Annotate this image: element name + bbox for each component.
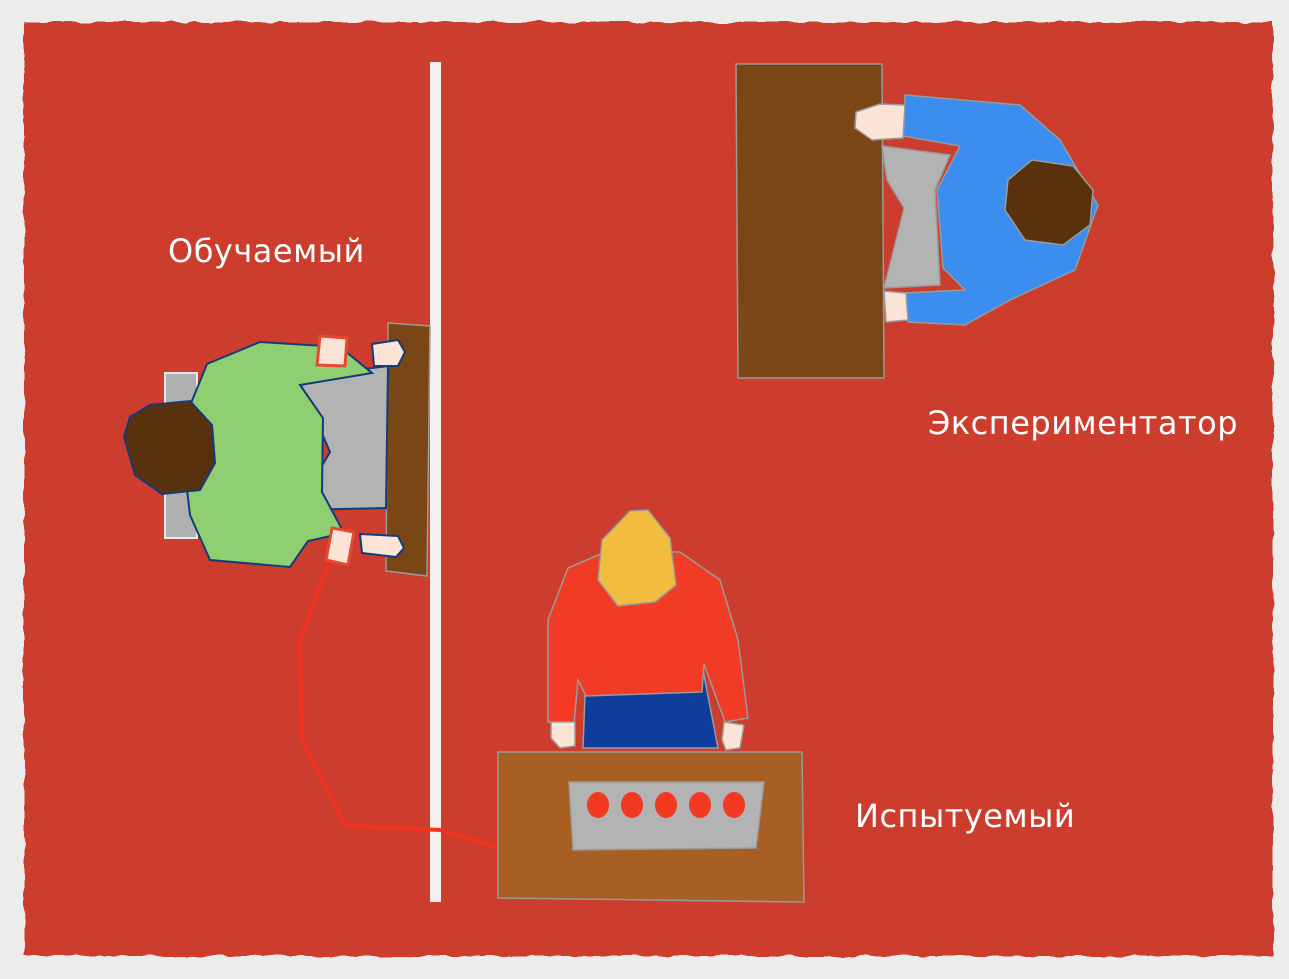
indicator-light: [723, 792, 745, 818]
label-learner: Обучаемый: [168, 232, 365, 270]
experimenter-hand-bottom: [884, 291, 908, 322]
learner-strap-top: [317, 336, 347, 366]
subject-hand-right: [722, 722, 744, 750]
learner-strap-bottom: [326, 528, 354, 565]
indicator-light: [621, 792, 643, 818]
learner-hand-top: [372, 340, 405, 366]
label-subject: Испытуемый: [855, 797, 1075, 835]
indicator-light: [689, 792, 711, 818]
label-experimenter: Экспериментатор: [928, 404, 1238, 442]
indicator-light: [587, 792, 609, 818]
indicator-light: [655, 792, 677, 818]
divider-wall: [430, 62, 441, 902]
shock-generator: [498, 752, 804, 902]
learner-hand-bottom: [360, 534, 404, 557]
